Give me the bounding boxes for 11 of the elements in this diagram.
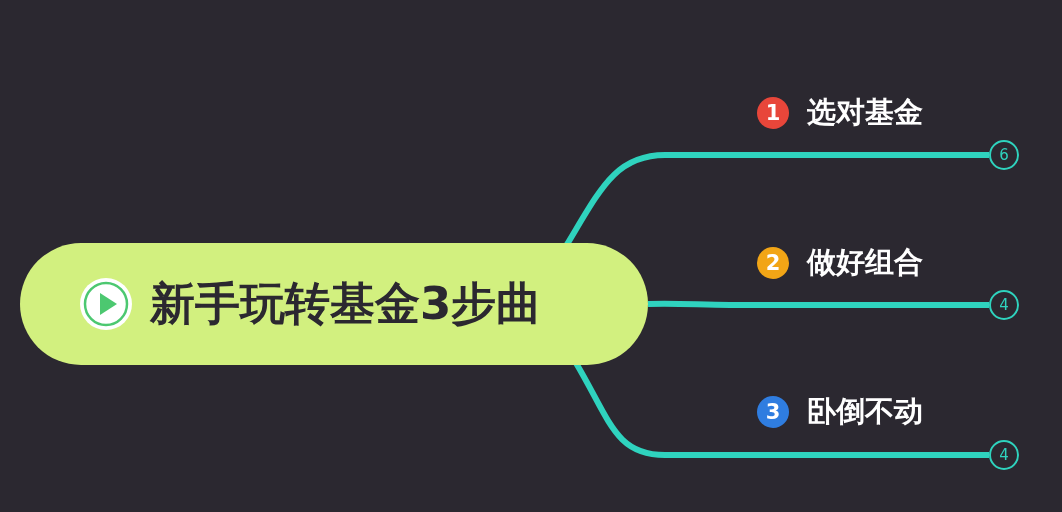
number-badge: 1 [757, 97, 789, 129]
count-badge: 4 [989, 290, 1019, 320]
topic-title: 新手玩转基金3步曲 [150, 276, 542, 332]
number-badge: 3 [757, 396, 789, 428]
count-badge: 6 [989, 140, 1019, 170]
number-badge: 2 [757, 247, 789, 279]
branch-title: 选对基金 [807, 94, 923, 131]
branch-title: 卧倒不动 [807, 393, 923, 430]
branch-line [647, 300, 989, 308]
branch-title: 做好组合 [807, 244, 923, 281]
count-badge: 4 [989, 440, 1019, 470]
